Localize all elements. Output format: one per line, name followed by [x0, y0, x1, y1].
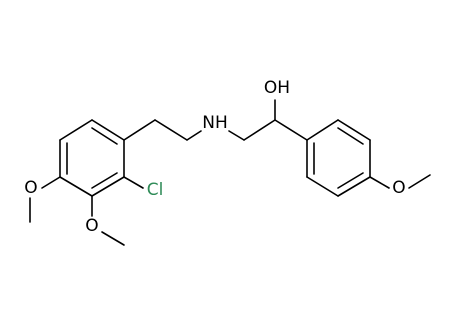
- bond: [91, 176, 125, 197]
- bond: [274, 119, 308, 141]
- bond: [41, 176, 61, 189]
- methoxy-oxygen-bottom: O: [85, 216, 98, 236]
- chlorine-label: Cl: [147, 180, 164, 200]
- bond: [369, 176, 390, 189]
- bond: [228, 130, 245, 141]
- ethyl-amine-chain: [123, 99, 308, 141]
- bond: [243, 119, 276, 141]
- bond: [337, 176, 371, 197]
- bond: [59, 176, 93, 197]
- methoxy-oxygen-right: O: [392, 178, 405, 198]
- amine-label: NH: [202, 113, 228, 133]
- bond: [306, 176, 339, 197]
- substituent-bonds: [29, 174, 431, 246]
- bond: [59, 119, 93, 141]
- left-benzene-ring: [59, 119, 125, 197]
- double-bond-inner: [337, 127, 364, 145]
- bond: [306, 119, 339, 141]
- bond: [123, 176, 144, 189]
- double-bond-inner: [337, 172, 364, 189]
- right-benzene-ring: [306, 119, 371, 197]
- double-bond-inner: [91, 172, 118, 189]
- double-bond-inner: [91, 127, 118, 145]
- bond: [91, 119, 125, 141]
- bond: [186, 130, 202, 141]
- methoxy-oxygen-left: O: [24, 178, 37, 198]
- bond: [337, 119, 371, 141]
- bond: [408, 174, 431, 189]
- bond: [123, 119, 156, 141]
- bond: [101, 231, 125, 246]
- hydroxyl-label: OH: [264, 78, 290, 98]
- bond: [154, 119, 188, 141]
